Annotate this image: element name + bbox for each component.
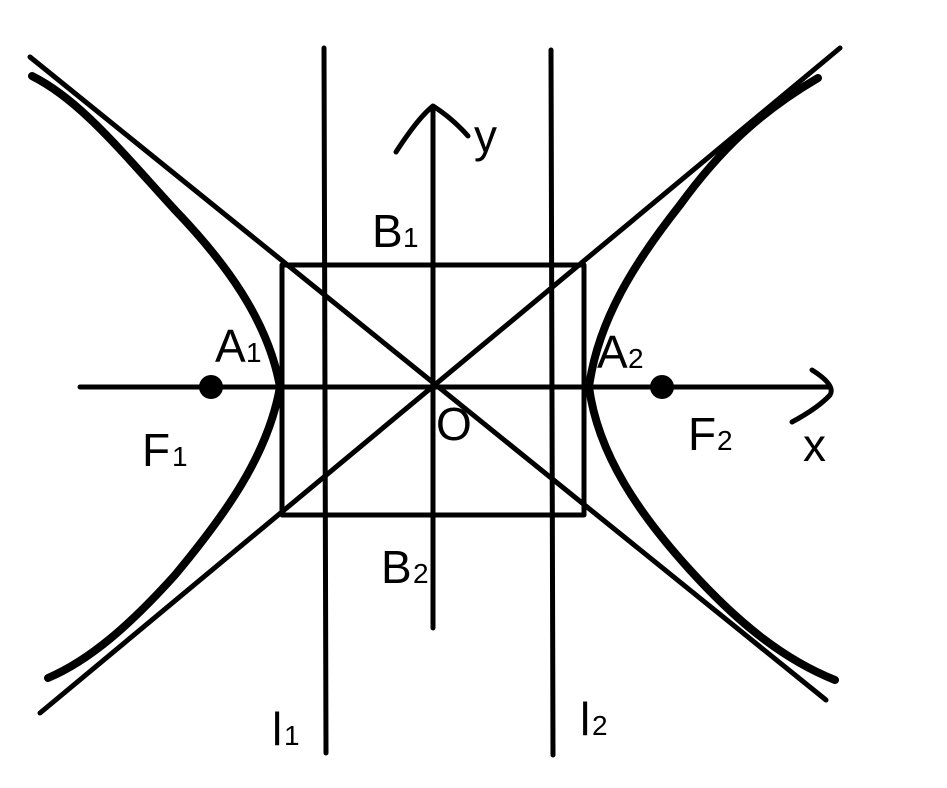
- b2-label: B: [381, 541, 412, 593]
- l1-subscript: 1: [284, 720, 300, 751]
- a1-subscript: 1: [246, 337, 262, 368]
- asymptote-ascending: [37, 45, 843, 716]
- x-axis-label: x: [803, 419, 826, 471]
- a2-subscript: 2: [628, 343, 644, 374]
- b2-subscript: 2: [413, 558, 429, 589]
- f1-subscript: 1: [172, 441, 188, 472]
- f1-label: F: [142, 424, 170, 476]
- hyperbola-branch-left: [28, 72, 284, 682]
- focus-right-point: [650, 375, 674, 399]
- origin-label: O: [436, 398, 472, 450]
- y-axis-arrowhead: [393, 103, 471, 155]
- l2-subscript: 2: [592, 710, 608, 741]
- focus-left-point: [199, 375, 223, 399]
- f2-label: F: [688, 408, 716, 460]
- a2-label: A: [597, 326, 628, 378]
- y-axis-label: y: [474, 110, 497, 162]
- b1-subscript: 1: [403, 222, 419, 253]
- directrix-right-line: [548, 47, 556, 758]
- x-axis-arrowhead: [789, 367, 834, 425]
- hyperbola-branch-right: [585, 74, 839, 684]
- a1-label: A: [215, 320, 246, 372]
- directrix-left-line: [321, 45, 329, 756]
- f2-subscript: 2: [717, 425, 733, 456]
- b1-label: B: [372, 205, 403, 257]
- l1-label: l: [272, 703, 282, 755]
- asymptote-descending: [27, 54, 829, 703]
- l2-label: l: [580, 693, 590, 745]
